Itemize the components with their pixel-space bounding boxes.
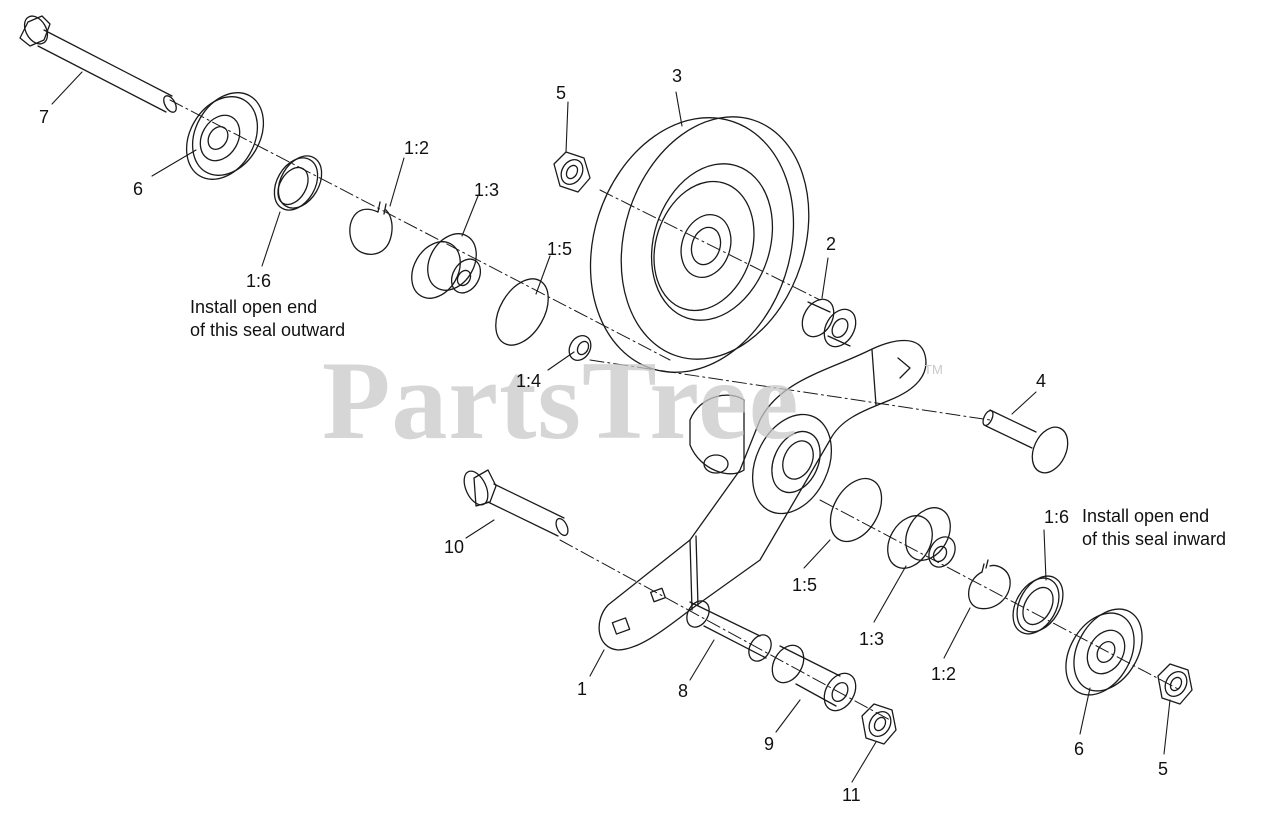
callout-1-2-bottom: 1:2 [931, 664, 957, 684]
nut-part-5-top [553, 151, 591, 193]
idler-arm-part-1 [598, 339, 927, 651]
callout-10: 10 [444, 537, 465, 557]
idler-pulley-part-3 [589, 116, 810, 373]
leader-lines [51, 71, 1171, 783]
callout-1-6-bottom: 1:6 [1044, 507, 1070, 527]
bearing-part-1-3-bottom [887, 507, 956, 569]
bolt-part-10 [463, 469, 569, 537]
callout-3: 3 [672, 66, 683, 86]
callout-1-6-top: 1:6 [246, 271, 272, 291]
callout-7: 7 [39, 107, 50, 127]
centerline-lower [559, 499, 1181, 721]
callout-1-5-top: 1:5 [547, 239, 573, 259]
flange-bearing-part-6-bottom [1065, 608, 1143, 696]
trademark-mark: TM [924, 362, 943, 377]
note-seal-inward-2: of this seal inward [1082, 528, 1226, 551]
callout-1-2-top: 1:2 [404, 138, 430, 158]
note-seal-outward-line2: of this seal outward [190, 320, 346, 340]
spacer-part-2 [801, 298, 857, 348]
callout-1-5-bottom: 1:5 [792, 575, 818, 595]
nut-part-11 [861, 703, 897, 745]
callout-2: 2 [826, 234, 837, 254]
spacer-part-9 [771, 644, 857, 712]
note-seal-inward-line2: of this seal inward [1082, 529, 1227, 549]
callout-1-3-top: 1:3 [474, 180, 500, 200]
callout-1-4: 1:4 [516, 371, 542, 391]
nut-part-5-bottom [1157, 663, 1193, 705]
note-seal-inward-line1: Install open end [1082, 506, 1210, 526]
callout-5-top: 5 [556, 83, 567, 103]
callout-1: 1 [577, 679, 588, 699]
snap-ring-part-1-2-top [349, 201, 393, 255]
seal-part-1-6-top [273, 155, 323, 211]
callout-5-bottom: 5 [1158, 759, 1169, 779]
flange-bearing-part-6-top [185, 92, 265, 180]
note-seal-inward: Install open end [1082, 505, 1209, 528]
callout-9: 9 [764, 734, 775, 754]
bolt-part-7 [19, 15, 177, 113]
callout-1-3-bottom: 1:3 [859, 629, 885, 649]
callout-11: 11 [842, 785, 861, 805]
spacer-part-1-4 [568, 335, 592, 361]
o-ring-part-1-5-top [495, 278, 549, 346]
snap-ring-part-1-2-bottom [968, 559, 1011, 610]
callout-8: 8 [678, 681, 689, 701]
sleeve-part-8 [686, 600, 772, 662]
arm-boss [689, 394, 832, 515]
seal-part-1-6-bottom [1012, 575, 1064, 635]
note-seal-outward-line1: Install open end [190, 297, 318, 317]
note-seal-outward: Install open end of this seal outward [190, 296, 345, 342]
bearing-part-1-3-top [411, 233, 482, 299]
callout-6-bottom: 6 [1074, 739, 1085, 759]
callout-6-top: 6 [133, 179, 144, 199]
shoulder-bolt-part-4 [982, 409, 1069, 474]
o-ring-part-1-5-bottom [829, 477, 883, 543]
callout-4: 4 [1036, 371, 1047, 391]
